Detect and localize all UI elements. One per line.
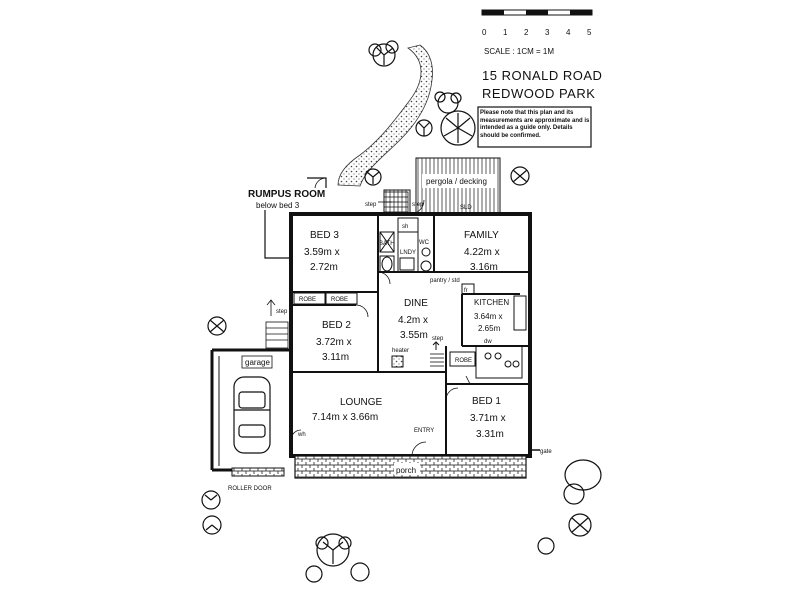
- bed1-dim1: 3.71m x: [470, 413, 506, 424]
- scale-tick-0: 0: [482, 28, 487, 37]
- dw-label: dw: [484, 339, 492, 345]
- kitchen-dim2: 2.65m: [478, 324, 501, 333]
- scale-label: SCALE : 1CM = 1M: [484, 47, 554, 56]
- dine-dim2: 3.55m: [400, 330, 428, 341]
- car-icon: [233, 376, 271, 454]
- robe-label-1: ROBE: [299, 297, 316, 303]
- bed1-name: BED 1: [472, 396, 501, 407]
- family-dim2: 3.16m: [470, 262, 498, 273]
- lounge-name: LOUNGE: [340, 397, 383, 408]
- scale-tick-4: 4: [566, 28, 571, 37]
- dine-name: DINE: [404, 298, 428, 309]
- garage-label: garage: [245, 358, 270, 367]
- bed1-dim2: 3.31m: [476, 429, 504, 440]
- bed3-dim1: 3.59m x: [304, 247, 340, 258]
- pergola-label: pergola / decking: [426, 177, 487, 186]
- scale-bar: 0 1 2 3 4 5 SCALE : 1CM = 1M: [481, 9, 593, 56]
- bed2-name: BED 2: [322, 320, 351, 331]
- family-name: FAMILY: [464, 230, 499, 241]
- heater-label: heater: [392, 348, 409, 354]
- roller-door-label: ROLLER DOOR: [228, 486, 272, 492]
- shower-label: sh: [402, 224, 408, 230]
- scale-tick-1: 1: [503, 28, 508, 37]
- tree-icon: [207, 316, 227, 336]
- wc-label: WC: [419, 240, 430, 246]
- step-label-dine: step: [432, 336, 444, 342]
- heater-unit: [391, 355, 404, 368]
- bathroom-fixtures: [379, 217, 432, 273]
- garden-path: [337, 44, 433, 187]
- garage-walls: [210, 348, 291, 472]
- rumpus-subtitle: below bed 3: [256, 201, 300, 210]
- pantry-label: pantry / std: [430, 278, 460, 284]
- kitchen-name: KITCHEN: [474, 298, 509, 307]
- step-label-deck: step: [412, 202, 424, 208]
- robe-label-3: ROBE: [455, 358, 472, 364]
- fridge-label: fr: [464, 288, 468, 294]
- internal-steps: [430, 353, 444, 367]
- family-dim1: 4.22m x: [464, 247, 500, 258]
- entry-label: ENTRY: [414, 428, 434, 434]
- rumpus-title: RUMPUS ROOM: [248, 189, 325, 200]
- bed3-dim2: 2.72m: [310, 262, 338, 273]
- roller-door: [231, 467, 285, 477]
- robe-label-2: ROBE: [331, 297, 348, 303]
- step-label-top: step: [365, 202, 377, 208]
- tree-icon: [434, 91, 476, 146]
- step-label-side: step: [276, 309, 288, 315]
- gate-label: gate: [540, 449, 552, 455]
- wh-label: wh: [297, 432, 306, 438]
- lndry-label: LNDY: [400, 250, 416, 256]
- dine-dim1: 4.2m x: [398, 315, 428, 326]
- tree-icon: [201, 490, 222, 535]
- tree-icon: [368, 40, 399, 67]
- tree-icon: [537, 459, 602, 555]
- scale-tick-2: 2: [524, 28, 529, 37]
- lounge-dim: 7.14m x 3.66m: [312, 412, 378, 423]
- sld-label: SLD: [460, 205, 472, 211]
- bed3-name: BED 3: [310, 230, 339, 241]
- porch-label: porch: [396, 466, 416, 475]
- address-line-1: 15 RONALD ROAD: [482, 68, 602, 83]
- door-swings: [290, 199, 471, 457]
- scale-tick-5: 5: [587, 28, 592, 37]
- address-line-2: REDWOOD PARK: [482, 86, 595, 101]
- kitchen-dim1: 3.64m x: [474, 312, 502, 321]
- tree-icon: [415, 119, 433, 137]
- rear-steps: [378, 191, 409, 213]
- bed2-dim1: 3.72m x: [316, 337, 352, 348]
- tree-icon: [364, 168, 382, 186]
- tree-icon: [510, 166, 530, 186]
- scale-tick-3: 3: [545, 28, 550, 37]
- side-steps: [265, 299, 289, 349]
- kitchen-fixtures: [461, 283, 527, 379]
- tree-icon: [305, 533, 370, 583]
- disclaimer-note: Please note that this plan and its measu…: [480, 110, 590, 139]
- bath-label: BATH: [379, 241, 395, 247]
- note-box: [477, 106, 592, 148]
- robes: [293, 292, 476, 367]
- bed2-dim2: 3.11m: [322, 352, 349, 363]
